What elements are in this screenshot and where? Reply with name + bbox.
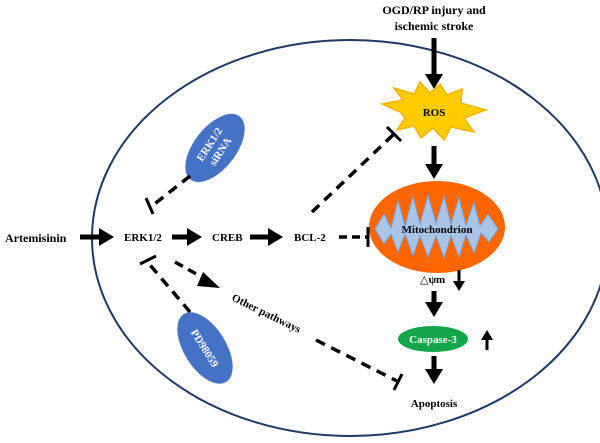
bcl2-label: BCL-2 — [294, 232, 326, 244]
inhibit-pd98059-to-erk — [139, 254, 192, 314]
caspase3-label: Caspase-3 — [409, 334, 457, 346]
arrow-artemisinin-to-erk — [80, 228, 114, 246]
stimulus-label-line1: OGD/RP injury and — [382, 3, 486, 17]
pd98059-ellipse — [177, 312, 233, 384]
other-pathways-label: Other pathways — [230, 292, 304, 336]
erk-sirna-node: ERK1/2 siRNA — [185, 113, 245, 183]
mitochondrion-node: Mitochondrion — [369, 181, 505, 273]
arrow-creb-to-bcl2 — [250, 228, 283, 246]
apoptosis-label: Apoptosis — [411, 398, 458, 410]
arrow-stimulus-to-ros — [425, 38, 443, 89]
creb-label: CREB — [212, 232, 243, 244]
inhibit-bcl2-to-mito — [339, 227, 370, 247]
up-arrow-icon — [481, 330, 493, 350]
stimulus-label-line2: ischemic stroke — [395, 19, 474, 33]
ros-label: ROS — [423, 107, 446, 119]
arrow-dpsi-to-caspase — [425, 291, 443, 317]
erk-sirna-ellipse — [185, 113, 245, 183]
inhibit-sirna-to-erk — [144, 174, 192, 215]
arrow-erk-to-creb — [172, 228, 202, 246]
ros-star-shape — [379, 80, 489, 142]
mitochondrion-inner-membrane — [374, 193, 499, 260]
pd98059-node: PD98059 — [177, 312, 233, 384]
erk12-label: ERK1/2 — [124, 232, 162, 244]
down-arrow-icon — [453, 270, 465, 291]
delta-psi-m-label: △ψm — [420, 274, 445, 286]
ros-node: ROS — [379, 80, 489, 142]
inhibit-bcl2-to-ros — [310, 125, 403, 214]
arrow-ros-to-mito — [425, 146, 443, 179]
inhibit-other-to-apoptosis — [315, 338, 404, 391]
arrow-caspase-to-apoptosis — [425, 356, 443, 384]
arrow-erk-to-other-pathways — [174, 260, 220, 288]
artemisinin-label: Artemisinin — [5, 231, 67, 245]
caspase3-node: Caspase-3 — [398, 326, 468, 352]
caspase3-ellipse — [398, 326, 468, 352]
mitochondrion-label: Mitochondrion — [402, 224, 473, 236]
